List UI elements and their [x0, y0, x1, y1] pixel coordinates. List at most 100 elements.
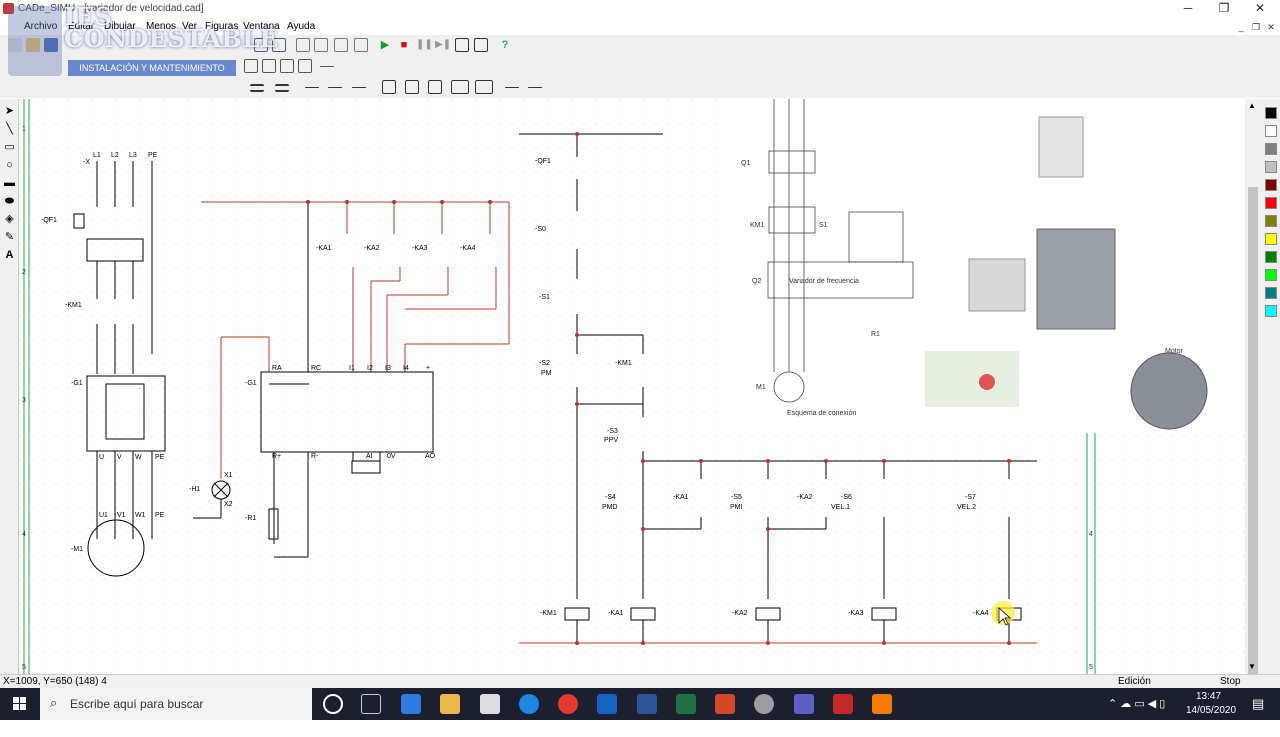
terminal-b-icon[interactable]	[528, 87, 542, 88]
zoom-all-icon[interactable]	[474, 38, 488, 52]
flip-vertical-icon[interactable]	[334, 38, 348, 52]
swatch-teal[interactable]	[1265, 287, 1277, 299]
coil-icon[interactable]	[382, 80, 396, 94]
contact-no-icon[interactable]	[305, 87, 319, 88]
minimize-button[interactable]: ─	[1183, 1, 1193, 15]
swatch-silver[interactable]	[1265, 161, 1277, 173]
symbol-c-icon[interactable]	[280, 59, 294, 73]
multi-contact-b-icon[interactable]	[428, 80, 442, 94]
file-explorer-icon[interactable]	[440, 694, 460, 714]
save-icon[interactable]	[44, 38, 58, 52]
edge-icon[interactable]	[519, 694, 539, 714]
swatch-maroon[interactable]	[1265, 179, 1277, 191]
taskbar-search[interactable]: ⌕ Escribe aquí para buscar	[40, 688, 312, 720]
mdi-minimize-button[interactable]: _	[1238, 22, 1244, 32]
terminal-rplus: R+	[272, 453, 281, 460]
align-icon[interactable]	[250, 84, 264, 92]
label-qf1: -QF1	[41, 217, 57, 224]
notifications-icon[interactable]: ▤	[1252, 696, 1265, 711]
ref-caption: Esquema de conexión	[787, 410, 856, 417]
contact-nc-icon[interactable]	[328, 87, 342, 88]
ellipse-icon[interactable]: ⬬	[4, 195, 15, 207]
menu-editar[interactable]: Editar	[68, 21, 95, 32]
swatch-green[interactable]	[1265, 251, 1277, 263]
menu-menos[interactable]: Menos	[146, 21, 177, 32]
vertical-scrollbar[interactable]: ▲ ▼	[1245, 99, 1261, 702]
circle-icon[interactable]: ○	[6, 159, 13, 171]
chrome-icon[interactable]	[558, 694, 578, 714]
windows-start-icon[interactable]	[0, 688, 40, 720]
terminal-ra: RA	[272, 365, 282, 372]
swatch-red[interactable]	[1265, 197, 1277, 209]
swatch-black[interactable]	[1265, 107, 1277, 119]
calculator-icon[interactable]	[480, 694, 500, 714]
scroll-down-icon[interactable]: ▼	[1248, 662, 1256, 671]
menu-dibujar[interactable]: Dibujar	[104, 21, 136, 32]
play-icon[interactable]: ▶	[380, 39, 390, 51]
text-tool-icon[interactable]: A	[5, 249, 14, 261]
word-icon[interactable]	[637, 694, 657, 714]
open-folder-icon[interactable]	[26, 38, 40, 52]
maximize-button[interactable]: ❐	[1218, 1, 1230, 15]
scrollbar-thumb[interactable]	[1248, 187, 1258, 702]
menu-figuras[interactable]: Figuras	[205, 21, 239, 32]
powerpoint-icon[interactable]	[715, 694, 735, 714]
cortana-icon[interactable]	[323, 694, 343, 714]
line-icon[interactable]	[320, 66, 334, 67]
swatch-white[interactable]	[1265, 125, 1277, 137]
excel-icon[interactable]	[676, 694, 696, 714]
arrow-pointer-icon[interactable]: ➤	[4, 105, 15, 117]
settings-app-icon[interactable]	[754, 694, 774, 714]
new-file-icon[interactable]	[8, 38, 22, 52]
terminal-a-icon[interactable]	[505, 87, 519, 88]
menu-ver[interactable]: Ver	[182, 21, 198, 32]
zoom-window-icon[interactable]	[455, 38, 469, 52]
label-drive-g1: -G1	[245, 380, 257, 387]
ref-label-m1: M1	[756, 384, 766, 391]
rectangle-icon[interactable]: ▭	[4, 141, 15, 153]
symbol-b-icon[interactable]	[262, 59, 276, 73]
symbol-d-icon[interactable]	[298, 59, 312, 73]
task-view-icon[interactable]	[361, 694, 381, 714]
contact-time-icon[interactable]	[352, 87, 366, 88]
align-right-icon[interactable]	[275, 84, 289, 92]
tray-icons[interactable]: ⌃ ☁ ▭ ◀ ▯	[1108, 698, 1166, 710]
stop-icon[interactable]: ■	[400, 39, 408, 51]
menu-ventana[interactable]: Ventana	[243, 21, 280, 32]
step-icon[interactable]: ▶❚	[435, 39, 452, 50]
fill-bucket-icon[interactable]: ◈	[5, 213, 14, 225]
pause-icon[interactable]: ❚❚	[416, 39, 433, 50]
draw-line-icon[interactable]: ╲	[6, 123, 13, 135]
recorder-icon[interactable]	[872, 694, 892, 714]
cadesimu-icon[interactable]	[833, 694, 853, 714]
flip-horizontal-icon[interactable]	[354, 38, 368, 52]
filled-rectangle-icon[interactable]: ▬	[4, 177, 15, 189]
menu-ayuda[interactable]: Ayuda	[287, 21, 316, 32]
swatch-lime[interactable]	[1265, 269, 1277, 281]
undo-icon[interactable]	[254, 38, 268, 52]
multi-contact-c-icon[interactable]	[451, 80, 469, 94]
teams-icon[interactable]	[794, 694, 814, 714]
swatch-yellow[interactable]	[1265, 233, 1277, 245]
swatch-cyan[interactable]	[1265, 305, 1277, 317]
close-button[interactable]: ✕	[1254, 1, 1266, 15]
mail-app-icon[interactable]	[401, 694, 421, 714]
outlook-icon[interactable]	[597, 694, 617, 714]
rotate-right-icon[interactable]	[314, 38, 328, 52]
mdi-restore-button[interactable]: ❐	[1251, 22, 1261, 32]
swatch-olive[interactable]	[1265, 215, 1277, 227]
scroll-up-icon[interactable]: ▲	[1248, 101, 1256, 110]
help-icon[interactable]: ?	[501, 39, 509, 51]
multi-contact-d-icon[interactable]	[475, 80, 493, 94]
mdi-close-button[interactable]: ✕	[1267, 22, 1275, 32]
pencil-icon[interactable]: ✎	[4, 231, 15, 243]
symbol-a-icon[interactable]	[244, 59, 258, 73]
multi-contact-a-icon[interactable]	[405, 80, 419, 94]
menu-archivo[interactable]: Archivo	[24, 21, 58, 32]
terminal-i4: I4	[403, 365, 409, 372]
redo-icon[interactable]	[272, 38, 286, 52]
swatch-gray[interactable]	[1265, 143, 1277, 155]
rotate-left-icon[interactable]	[296, 38, 310, 52]
label-s6: -S6	[841, 494, 852, 501]
